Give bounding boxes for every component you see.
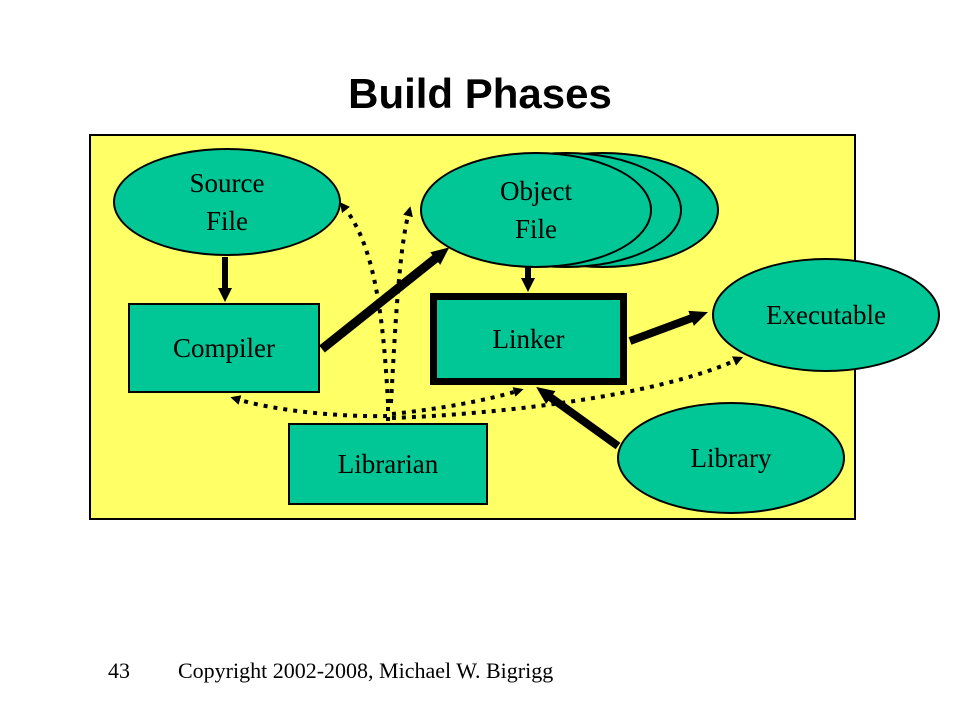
object-file-label-line1: Object — [500, 175, 572, 206]
source-file-label-line1: Source — [189, 167, 265, 198]
node-executable: Executable — [712, 258, 940, 372]
node-object-file: Object File — [420, 152, 652, 268]
node-linker: Linker — [430, 293, 627, 385]
object-file-label-line2: File — [514, 214, 557, 244]
page-number: 43 — [108, 658, 130, 683]
compiler-label: Compiler — [173, 332, 275, 363]
linker-label: Linker — [492, 323, 565, 354]
node-source-file: Source File — [113, 148, 341, 256]
node-librarian: Librarian — [288, 423, 488, 505]
source-file-label-line2: File — [205, 206, 248, 236]
node-compiler: Compiler — [128, 303, 320, 393]
slide-title: Build Phases — [348, 70, 612, 117]
library-label: Library — [690, 442, 772, 473]
librarian-label: Librarian — [337, 448, 439, 479]
executable-label: Executable — [766, 299, 886, 330]
copyright-text: Copyright 2002-2008, Michael W. Bigrigg — [178, 658, 554, 683]
node-library: Library — [617, 402, 845, 514]
